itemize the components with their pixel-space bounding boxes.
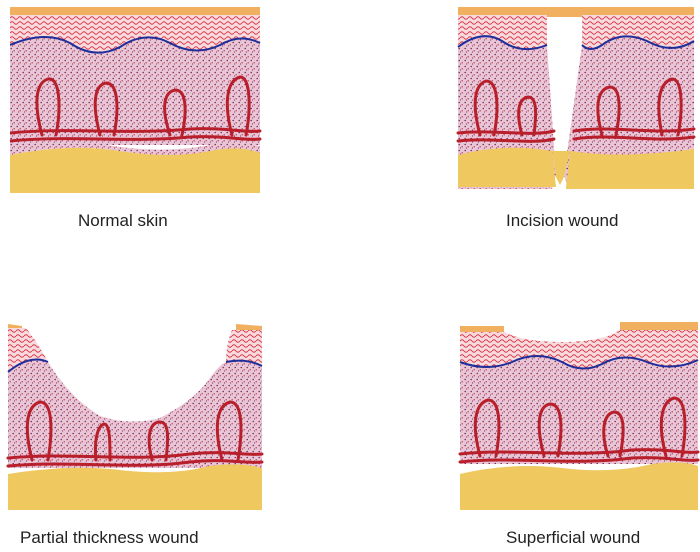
caption-incision-wound: Incision wound — [506, 211, 618, 231]
panel-incision-wound — [452, 5, 700, 195]
panel-partial-thickness-wound — [0, 318, 268, 513]
caption-normal-skin: Normal skin — [78, 211, 168, 231]
caption-partial-thickness-wound: Partial thickness wound — [20, 528, 199, 548]
normal-skin-illustration — [10, 5, 270, 195]
caption-superficial-wound: Superficial wound — [506, 528, 640, 548]
superficial-wound-illustration — [452, 318, 700, 513]
partial-thickness-wound-illustration — [0, 318, 268, 513]
incision-wound-illustration — [452, 5, 700, 195]
panel-superficial-wound — [452, 318, 700, 513]
panel-normal-skin — [10, 5, 270, 195]
